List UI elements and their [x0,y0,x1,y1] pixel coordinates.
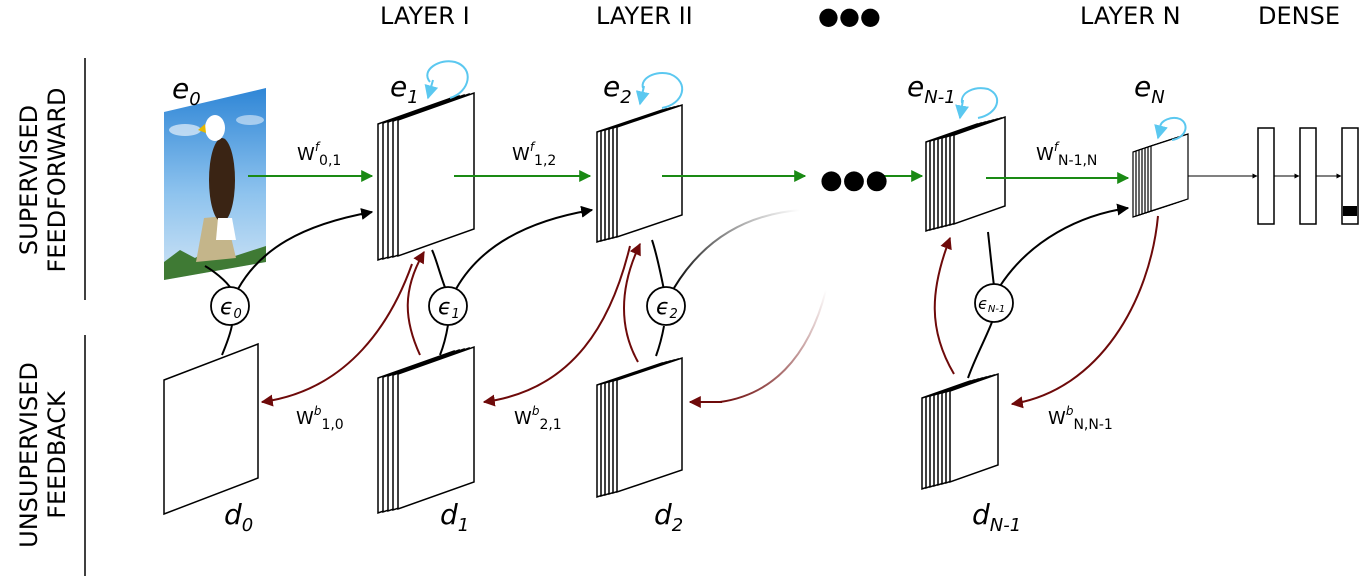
error-node-eps2: ϵ2 [646,286,686,326]
dense-output-layer [1341,127,1359,225]
curve-d2-to-eps2 [655,325,665,357]
svg-text:UNSUPERVISED: UNSUPERVISED [15,362,43,548]
weight-wf-0-1: Wf0,1 [297,140,341,169]
dense-layer-1 [1257,127,1275,225]
arrow-eps0-to-e1 [237,208,374,290]
arrow-fb-e2-to-d1 [482,245,631,407]
stack-e2 [596,103,683,244]
stack-d2 [596,356,683,499]
label-d2: d2 [654,498,683,536]
stack-e1 [377,91,475,262]
header-layer-1: LAYER I [380,2,470,30]
svg-text:FEEDFORWARD: FEEDFORWARD [43,87,71,272]
curve-fb-fade [719,289,827,403]
label-eN-1: eN-1 [907,70,956,108]
stack-d1 [377,345,475,515]
arrow-eps1-to-e2 [455,205,594,290]
error-node-eps0: ϵ0 [210,286,250,326]
weight-wf-1-2: Wf1,2 [512,140,556,169]
weight-wb-2-1: Wb2,1 [514,404,562,433]
recurrent-arrow-eN [1154,124,1168,140]
recurrent-loop-eN-1 [960,87,999,119]
label-d1: d1 [440,498,469,536]
recurrent-loop-eN [1159,117,1187,141]
svg-text:ϵ2: ϵ2 [656,295,678,322]
recurrent-arrow-eN-1 [955,99,969,120]
svg-text:ϵN-1: ϵN-1 [978,294,1005,315]
recurrent-loop-e2 [641,72,684,109]
recurrent-loop-e1 [426,60,469,99]
recurrent-arrow-e2 [635,85,650,106]
label-dN-1: dN-1 [972,498,1021,536]
curve-d1-to-eps1 [439,324,449,356]
weight-wb-1-0: Wb1,0 [296,404,344,433]
recurrent-arrow-e1 [424,79,439,100]
stack-eN-1 [925,115,1006,233]
arrow-epsN-1-to-eN [999,203,1130,287]
header-dense: DENSE [1258,2,1340,30]
stack-eN [1132,133,1189,218]
page-d0 [163,342,259,516]
svg-text:SUPERVISED: SUPERVISED [15,105,43,255]
label-e0: e0 [172,72,201,110]
stack-dN-1 [921,372,999,491]
label-e2: e2 [603,70,632,108]
dense-output-active-unit [1343,206,1357,216]
arrow-fb-d1-to-e1 [406,250,425,356]
label-d0: d0 [224,498,253,536]
arrow-fb-eN-to-dN-1 [1010,215,1159,409]
label-e1: e1 [390,70,419,108]
curve-eps1-to-e1 [431,249,447,291]
side-label-unsupervised-feedback: UNSUPERVISED FEEDBACK [15,362,71,548]
svg-text:ϵ0: ϵ0 [220,295,242,322]
arrow-fb-e1-to-d0 [260,263,413,407]
arrow-fb-d2-to-e2 [623,242,641,363]
header-ellipsis: ●●● [818,2,881,30]
curve-eps2-to-e2 [651,239,665,291]
curve-dN-1-to-epsN-1 [967,321,993,379]
header-layer-n: LAYER N [1080,2,1181,30]
arrow-fb-dN-1-to-eN-1 [933,236,955,375]
curve-epsN-1-to-eN-1 [987,231,995,287]
error-node-eps1: ϵ1 [428,286,468,326]
svg-text:FEEDBACK: FEEDBACK [43,390,71,519]
dense-layer-2 [1299,127,1317,225]
header-layer-2: LAYER II [596,2,693,30]
error-node-epsN-1: ϵN-1 [974,283,1014,323]
curve-d0-to-eps0 [221,324,233,356]
middle-ellipsis: ●●● [820,165,888,195]
svg-text:ϵ1: ϵ1 [438,295,460,322]
input-image-eagle [164,88,266,280]
label-eN: eN [1134,70,1165,108]
curve-eps2-fade [673,209,801,289]
weight-wf-N-1-N: WfN-1,N [1036,140,1097,169]
side-label-supervised-feedforward: SUPERVISED FEEDFORWARD [15,87,71,272]
weight-wb-N-N-1: WbN,N-1 [1048,404,1113,433]
